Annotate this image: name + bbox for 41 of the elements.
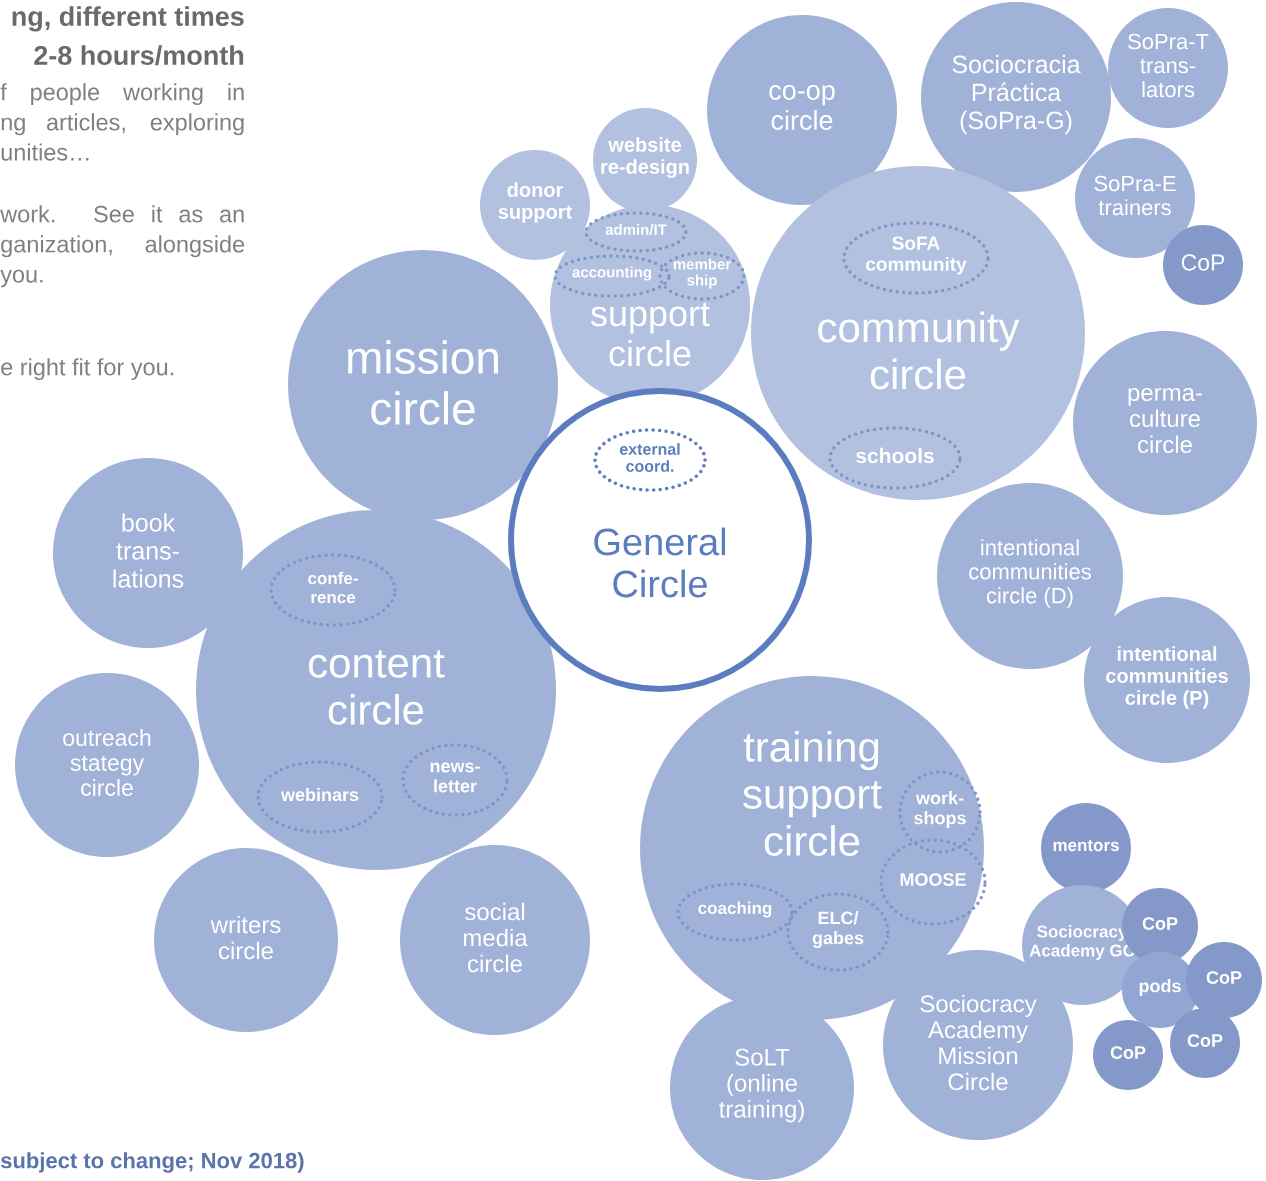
dotted-bubble: accounting bbox=[553, 254, 671, 298]
bubble: donor support bbox=[480, 150, 590, 260]
bubble: outreach stategy circle bbox=[15, 673, 199, 857]
dotted-bubble: MOOSE bbox=[879, 838, 987, 926]
node-label: training support circle bbox=[743, 731, 882, 856]
heading: ng, different times bbox=[12, 6, 244, 32]
bubble: mentors bbox=[1041, 803, 1131, 893]
bubble: social media circle bbox=[400, 845, 590, 1035]
footnote: subject to change; Nov 2018) bbox=[1, 1152, 304, 1173]
dotted-bubble: coaching bbox=[676, 882, 794, 942]
dotted-bubble: confe- rence bbox=[269, 553, 397, 627]
node-label: content circle bbox=[308, 650, 445, 725]
node-label: CoP bbox=[1206, 971, 1242, 984]
bubble: CoP bbox=[1093, 1020, 1163, 1090]
node-label: CoP bbox=[1187, 1034, 1223, 1047]
dotted-bubble: work- shops bbox=[898, 770, 982, 854]
dotted-bubble: external coord. bbox=[593, 428, 707, 492]
dotted-bubble: member ship bbox=[658, 251, 746, 301]
bubble: co-op circle bbox=[707, 15, 897, 205]
paragraph: e right fit for you. bbox=[1, 358, 174, 381]
node-label: SoLT (online training) bbox=[719, 1048, 804, 1123]
dotted-bubble: schools bbox=[828, 426, 962, 490]
dotted-bubble: ELC/ gabes bbox=[786, 892, 890, 972]
bubble: writers circle bbox=[154, 848, 338, 1032]
bubble: CoP bbox=[1186, 942, 1262, 1018]
bubble: SoPra-T trans- lators bbox=[1108, 8, 1228, 128]
bubble: SoLT (online training) bbox=[670, 996, 854, 1180]
dotted-bubble: webinars bbox=[256, 760, 384, 834]
paragraph: work. See it as an ganization, alongside you. bbox=[0, 205, 245, 288]
bubble: CoP bbox=[1170, 1008, 1240, 1078]
paragraph: f people working in ng articles, exploring unities… bbox=[0, 83, 244, 161]
bubble: intentional communities circle (P) bbox=[1084, 597, 1250, 763]
bubble: mission circle bbox=[288, 250, 558, 520]
bubble: book trans- lations bbox=[53, 458, 243, 648]
dotted-bubble: SoFA community bbox=[842, 221, 990, 295]
dotted-bubble: admin/IT bbox=[584, 211, 688, 253]
heading: 2-8 hours/month bbox=[34, 45, 244, 66]
bubble: website re-design bbox=[593, 108, 697, 212]
bubble: perma- culture circle bbox=[1073, 331, 1257, 515]
bubble: CoP bbox=[1163, 225, 1243, 305]
dotted-bubble: news- letter bbox=[401, 743, 509, 817]
